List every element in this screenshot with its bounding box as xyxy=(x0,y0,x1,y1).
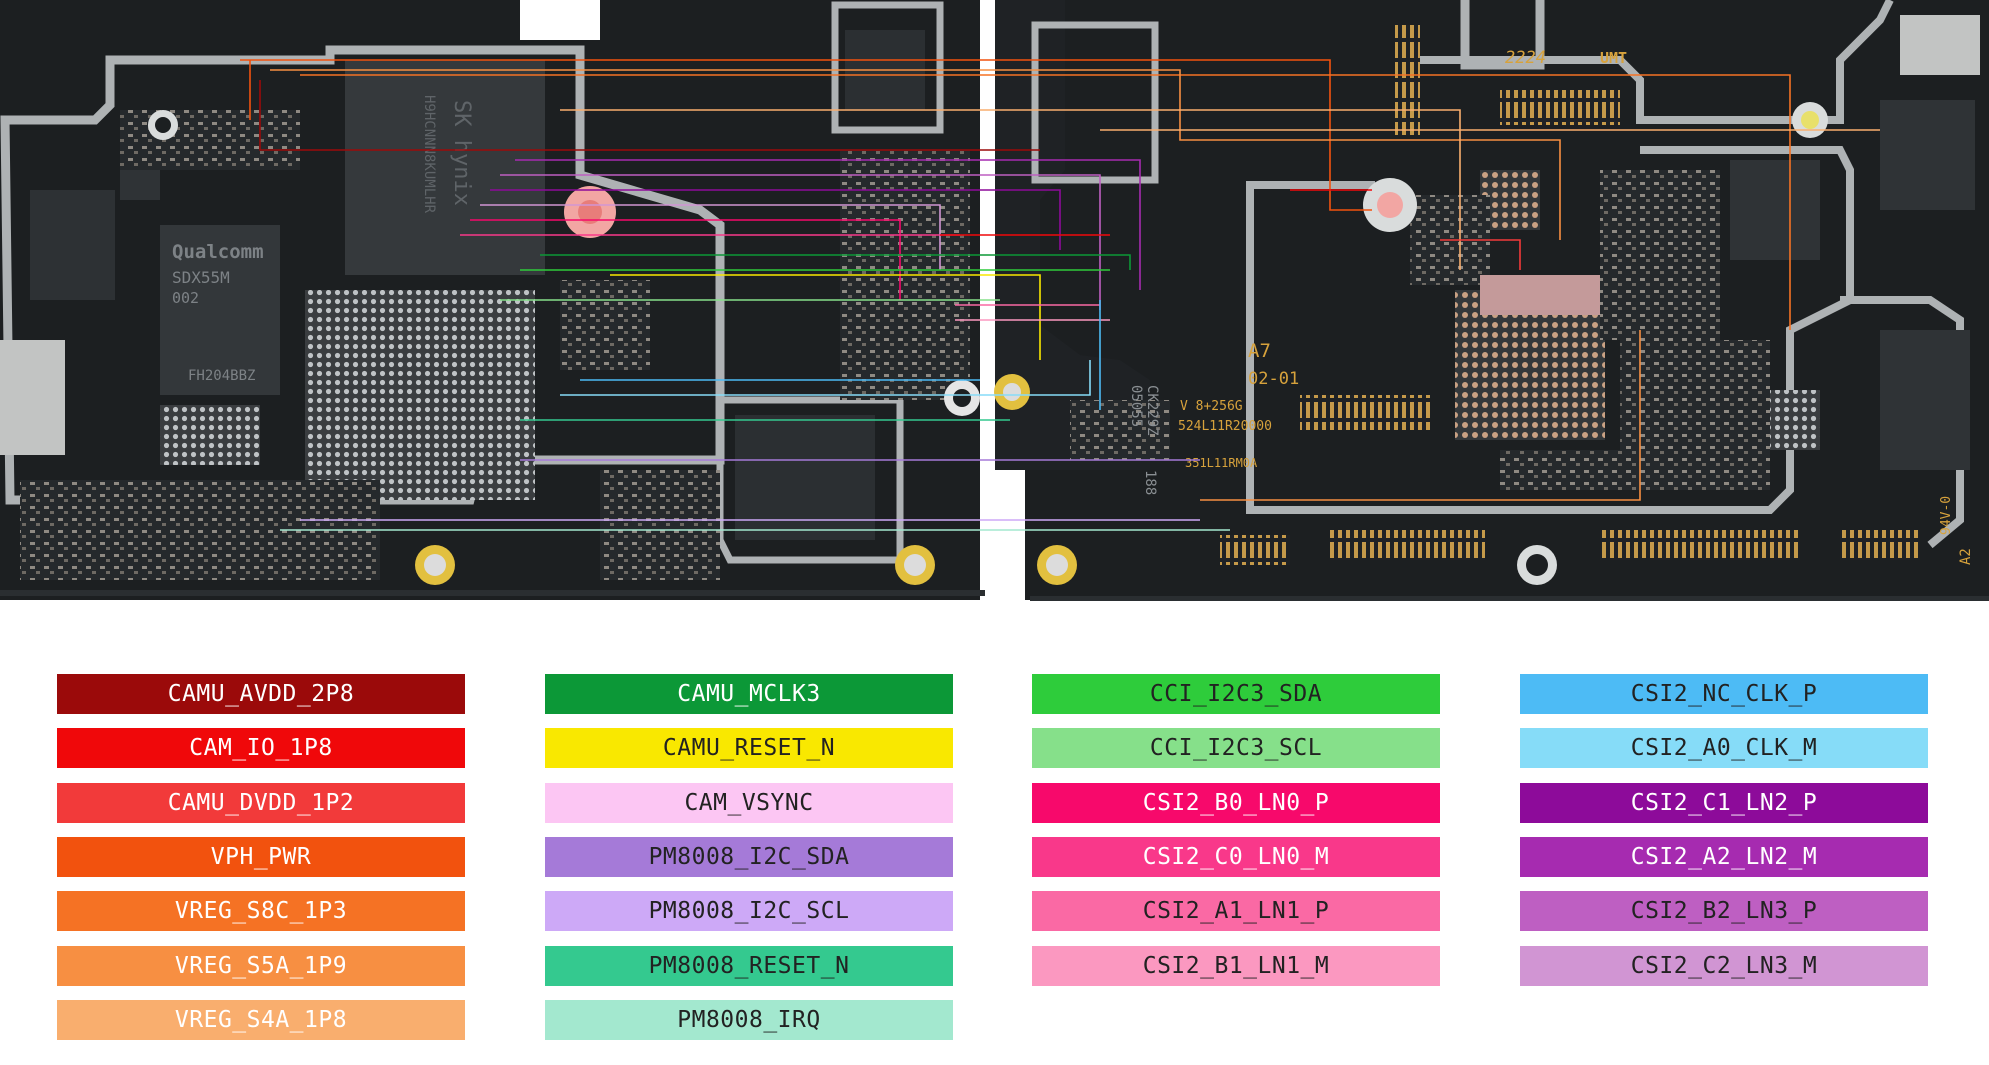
legend-item-csi2-a1-ln1-p: CSI2_A1_LN1_P xyxy=(1032,891,1440,931)
code-part: 524L11R20000 xyxy=(1178,419,1272,434)
legend-item-csi2-b1-ln1-m: CSI2_B1_LN1_M xyxy=(1032,946,1440,986)
label-rev: 02-01 xyxy=(1248,369,1299,389)
legend-item-cci-i2c3-scl: CCI_I2C3_SCL xyxy=(1032,728,1440,768)
right-board-half: 2224 UMT A7 02-01 V 8+256G 524L11R20000 … xyxy=(994,0,1989,601)
code-ck: CK229Z xyxy=(1144,385,1160,436)
legend-item-camu-dvdd-1p2: CAMU_DVDD_1P2 xyxy=(57,783,465,823)
legend-item-camu-avdd-2p8: CAMU_AVDD_2P8 xyxy=(57,674,465,714)
legend-item-pm8008-i2c-sda: PM8008_I2C_SDA xyxy=(545,837,953,877)
legend-item-csi2-nc-clk-p: CSI2_NC_CLK_P xyxy=(1520,674,1928,714)
left-chip-sub: 002 xyxy=(172,289,199,307)
legend-item-pm8008-irq: PM8008_IRQ xyxy=(545,1000,953,1040)
signal-traces xyxy=(240,59,1880,531)
legend-item-csi2-b0-ln0-p: CSI2_B0_LN0_P xyxy=(1032,783,1440,823)
legend-item-csi2-c0-ln0-m: CSI2_C0_LN0_M xyxy=(1032,837,1440,877)
legend-item-csi2-a2-ln2-m: CSI2_A2_LN2_M xyxy=(1520,837,1928,877)
legend-item-camu-reset-n: CAMU_RESET_N xyxy=(545,728,953,768)
legend-item-cam-vsync: CAM_VSYNC xyxy=(545,783,953,823)
legend-item-vph-pwr: VPH_PWR xyxy=(57,837,465,877)
legend-item-csi2-c1-ln2-p: CSI2_C1_LN2_P xyxy=(1520,783,1928,823)
code-rm: 351L11RM0A xyxy=(1185,456,1258,470)
legend-item-cam-io-1p8: CAM_IO_1P8 xyxy=(57,728,465,768)
code-188: 188 xyxy=(1142,470,1158,495)
code-94v: 94V-0 xyxy=(1939,496,1954,535)
memory-code: H9HCNNN8KUMLHR xyxy=(421,95,437,214)
label-a7: A7 xyxy=(1248,340,1271,362)
legend-item-pm8008-i2c-scl: PM8008_I2C_SCL xyxy=(545,891,953,931)
marking-umt: UMT xyxy=(1600,49,1627,67)
legend-item-vreg-s8c-1p3: VREG_S8C_1P3 xyxy=(57,891,465,931)
legend-item-vreg-s4a-1p8: VREG_S4A_1P8 xyxy=(57,1000,465,1040)
legend-item-csi2-b2-ln3-p: CSI2_B2_LN3_P xyxy=(1520,891,1928,931)
legend-item-vreg-s5a-1p9: VREG_S5A_1P9 xyxy=(57,946,465,986)
left-chip-code: FH204BBZ xyxy=(188,368,255,384)
code-mem: V 8+256G xyxy=(1180,399,1243,414)
legend-item-csi2-a0-clk-m: CSI2_A0_CLK_M xyxy=(1520,728,1928,768)
marking-2224: 2224 xyxy=(1505,48,1546,68)
legend-item-csi2-c2-ln3-m: CSI2_C2_LN3_M xyxy=(1520,946,1928,986)
left-chip-brand: Qualcomm xyxy=(172,241,264,263)
legend-item-cci-i2c3-sda: CCI_I2C3_SDA xyxy=(1032,674,1440,714)
memory-brand: SK hynix xyxy=(449,100,474,206)
code-a2: A2 xyxy=(1958,548,1974,565)
legend-item-pm8008-reset-n: PM8008_RESET_N xyxy=(545,946,953,986)
left-chip-model: SDX55M xyxy=(172,268,230,287)
legend-item-camu-mclk3: CAMU_MCLK3 xyxy=(545,674,953,714)
code-05055: 05055 xyxy=(1128,385,1144,427)
